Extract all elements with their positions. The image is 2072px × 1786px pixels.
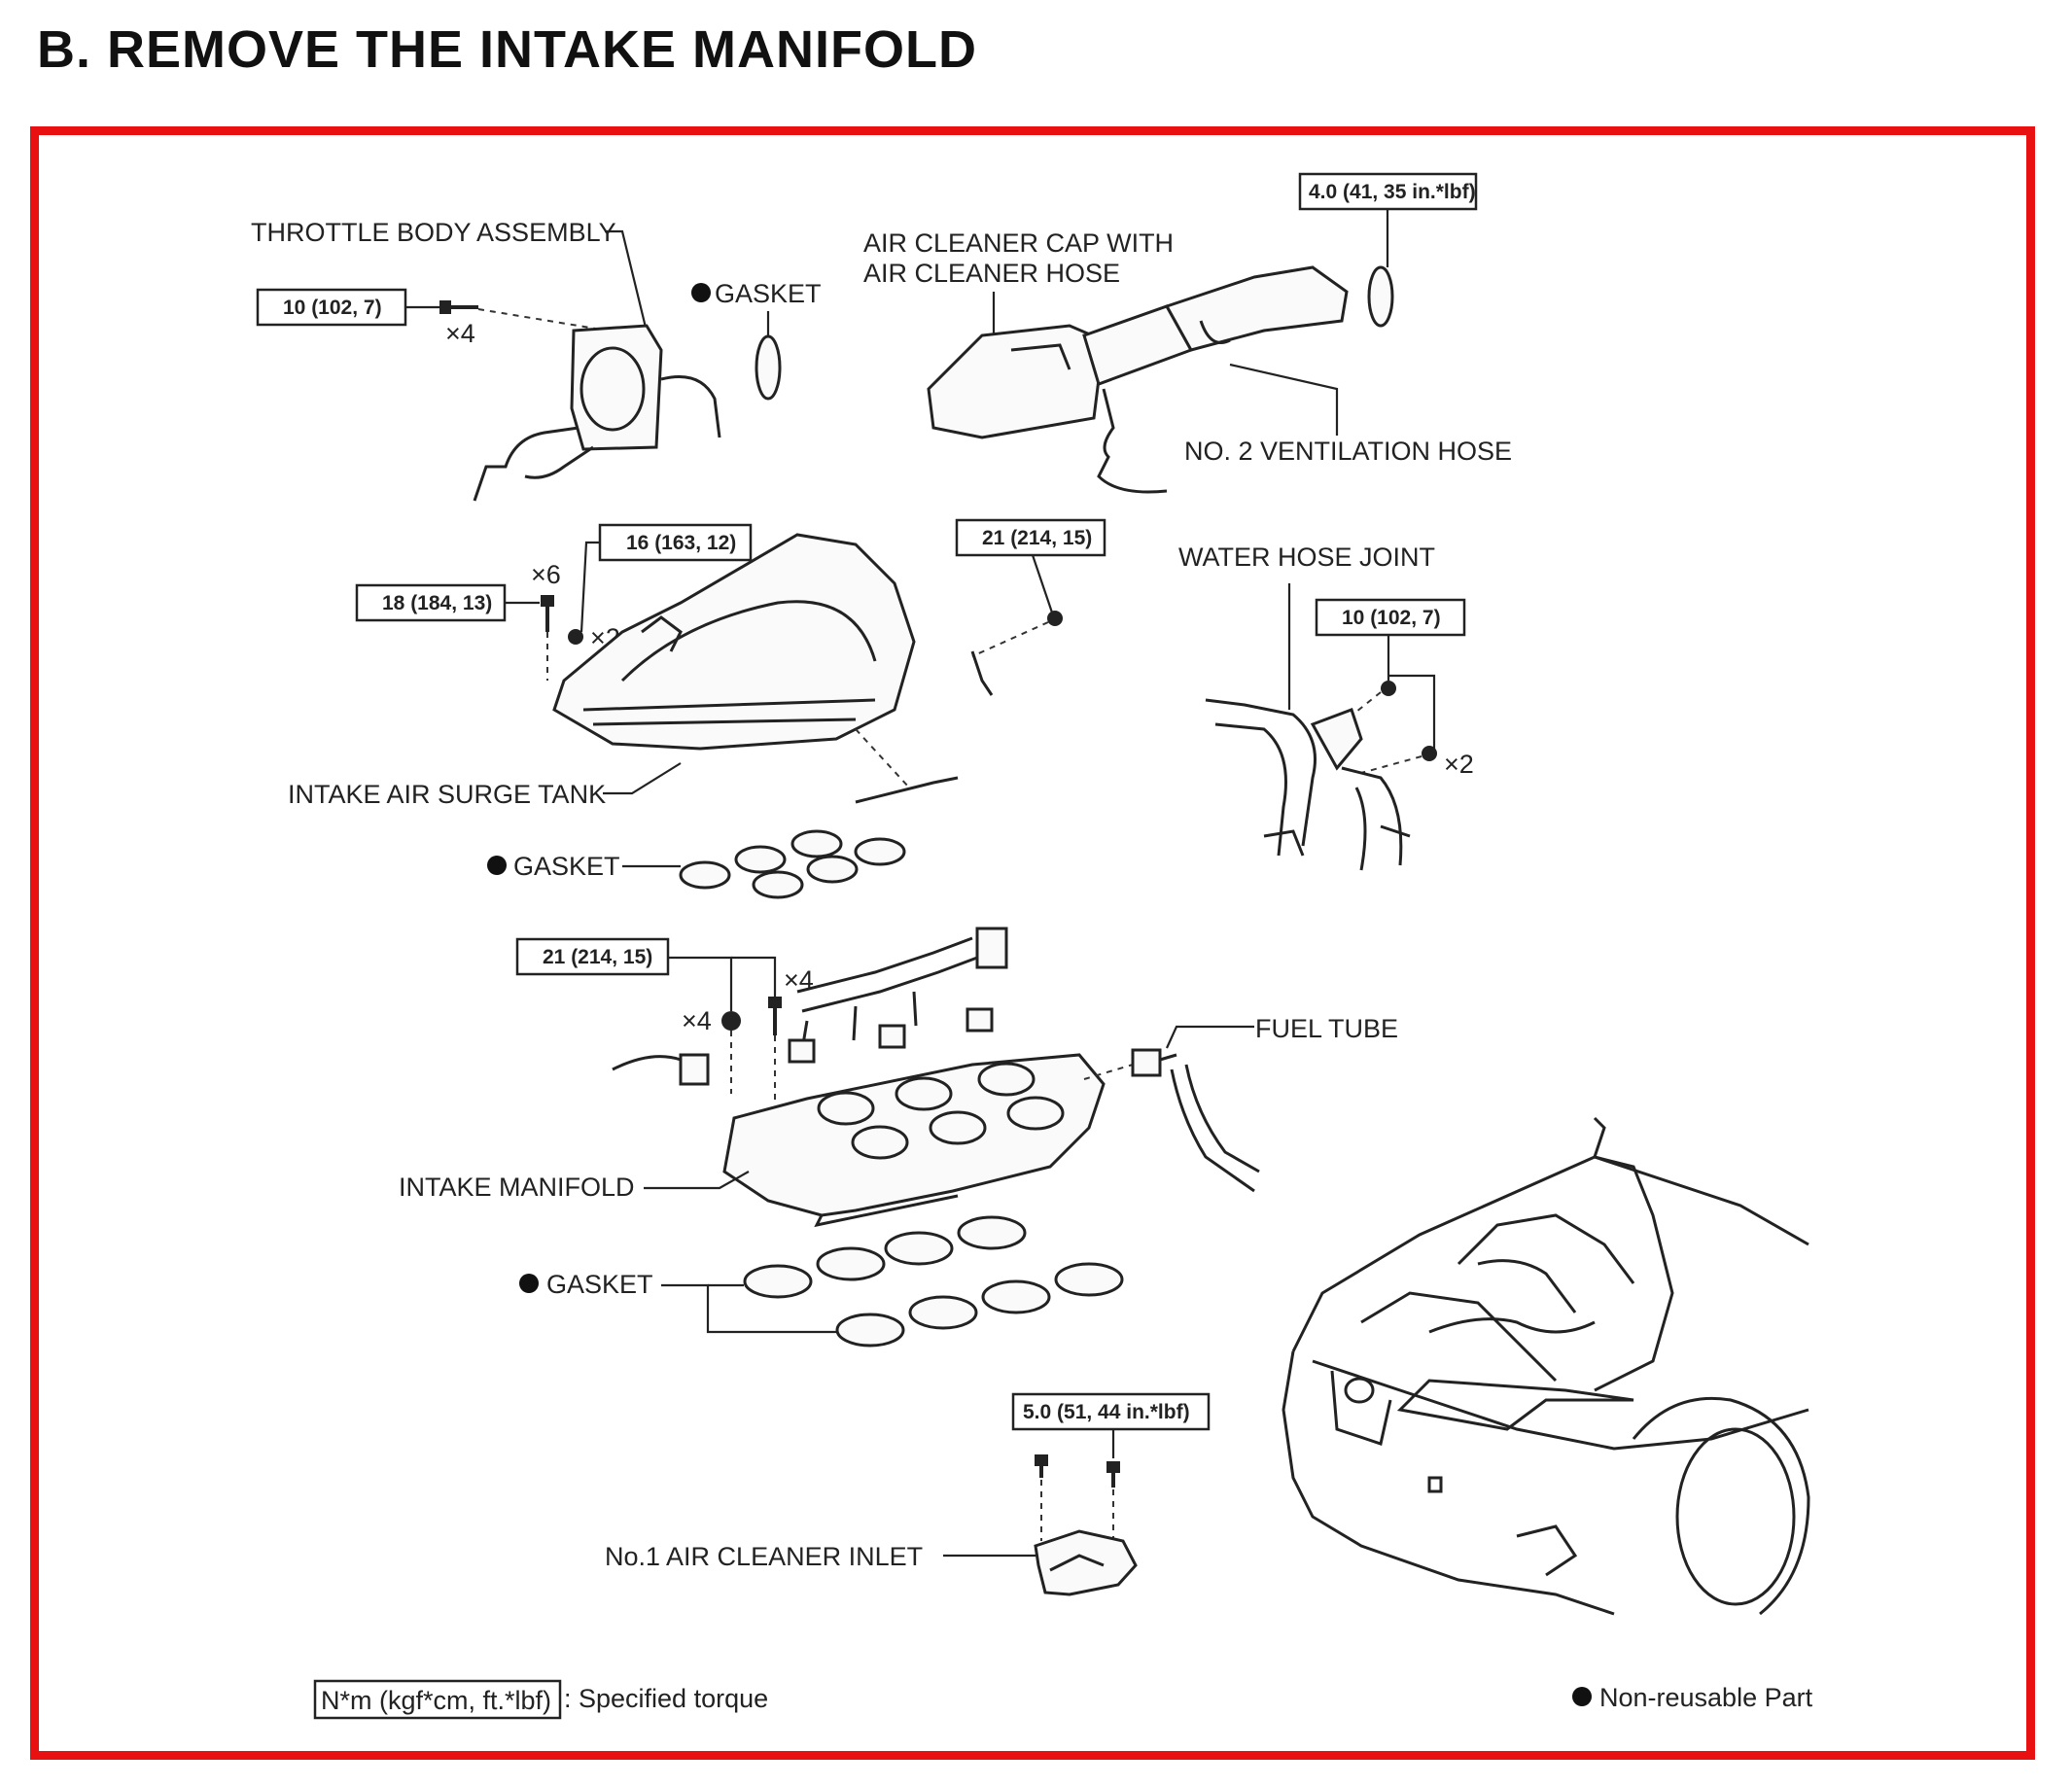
bolt-icon [1106, 1461, 1120, 1488]
leader-water-joint-2 [1388, 674, 1436, 749]
label-gasket-low: GASKET [546, 1270, 653, 1299]
bracket-part [970, 650, 994, 696]
bolt-icon [768, 997, 782, 1035]
bolt-icon [1381, 681, 1396, 696]
label-air-cleaner-inlet: No.1 AIR CLEANER INLET [605, 1542, 923, 1571]
torque-air-cleaner-clamp: 4.0 (41, 35 in.*lbf) [1309, 181, 1476, 203]
torque-box-surge-18 [355, 583, 507, 622]
torque-water-joint: 10 (102, 7) [1342, 607, 1441, 629]
label-intake-manifold: INTAKE MANIFOLD [399, 1173, 635, 1202]
torque-manifold: 21 (214, 15) [543, 946, 652, 968]
dashed-guide [1083, 1064, 1134, 1080]
hose-part [612, 1055, 682, 1071]
label-vent-hose: NO. 2 VENTILATION HOSE [1184, 437, 1512, 466]
torque-surge-18: 18 (184, 13) [382, 592, 492, 614]
label-air-cleaner-cap-2: AIR CLEANER HOSE [863, 259, 1120, 288]
gasket-low-part [743, 1215, 1124, 1348]
dashed-guide [1360, 755, 1422, 774]
qty-throttle-bolts: ×4 [445, 319, 475, 348]
legend-non-reusable: Non-reusable Part [1599, 1683, 1813, 1712]
leader-manifold-a [668, 956, 733, 1011]
intake-manifold-part [722, 1053, 1106, 1228]
qty-manifold-nuts: ×4 [682, 1006, 712, 1035]
legend-torque-unit: N*m (kgf*cm, ft.*lbf) [321, 1686, 551, 1715]
bolt-icon [541, 595, 554, 632]
diagram-frame [30, 126, 2035, 1760]
torque-box-surge-16 [598, 523, 753, 562]
non-reusable-dot-icon [487, 856, 507, 875]
legend-torque-box [313, 1679, 562, 1720]
dashed-guide [855, 728, 910, 788]
throttle-body-part [473, 324, 721, 502]
torque-inlet: 5.0 (51, 44 in.*lbf) [1023, 1401, 1190, 1423]
non-reusable-dot-icon [519, 1274, 539, 1293]
page-title: B. REMOVE THE INTAKE MANIFOLD [37, 20, 977, 79]
connector-part [679, 1053, 710, 1086]
hose-clamp-part [1367, 265, 1394, 328]
gasket-top-part [755, 334, 782, 401]
label-air-cleaner-cap-1: AIR CLEANER CAP WITH [863, 228, 1174, 258]
label-gasket-top: GASKET [715, 279, 822, 308]
label-water-hose-joint: WATER HOSE JOINT [1178, 543, 1435, 572]
bolt-icon [1047, 611, 1063, 626]
leader-intake-manifold [644, 1171, 750, 1190]
leader-fuel-tube [1165, 1025, 1254, 1049]
surge-tank-part [552, 533, 916, 751]
label-gasket-mid: GASKET [513, 852, 620, 881]
vehicle-locator-illustration [1282, 1116, 1810, 1616]
bolt-icon [1422, 746, 1437, 761]
gasket-mid-part [679, 829, 906, 899]
leader-vent-hose [1229, 363, 1339, 436]
torque-box-air-cleaner-clamp [1298, 172, 1478, 211]
fuel-tube-part [1131, 1048, 1260, 1193]
leader-throttle-body [605, 229, 650, 336]
torque-surge-16: 16 (163, 12) [626, 532, 736, 554]
nut-icon [568, 629, 583, 645]
label-fuel-tube: FUEL TUBE [1255, 1014, 1398, 1043]
leader-surge-tank [603, 762, 682, 795]
clip-icon [1035, 1454, 1048, 1478]
torque-box-surge-21 [955, 518, 1106, 557]
legend-torque-text: : Specified torque [564, 1684, 768, 1713]
non-reusable-dot-icon [1572, 1687, 1592, 1706]
fuel-delivery-part [788, 927, 1008, 1064]
nut-icon [721, 1011, 741, 1031]
torque-box-water-joint [1315, 598, 1466, 637]
non-reusable-dot-icon [691, 283, 711, 302]
torque-surge-21: 21 (214, 15) [982, 527, 1092, 549]
leader-surge-16 [579, 541, 600, 633]
bolt-icon [439, 300, 478, 314]
label-throttle-body: THROTTLE BODY ASSEMBLY [251, 218, 616, 247]
sensor-wire-part [855, 776, 959, 804]
torque-throttle: 10 (102, 7) [283, 297, 382, 319]
leader-surge-21 [1031, 554, 1054, 613]
air-cleaner-inlet-part [1034, 1529, 1138, 1596]
leader-manifold-b [731, 956, 777, 997]
dashed-guide [971, 621, 1049, 657]
label-surge-tank: INTAKE AIR SURGE TANK [288, 780, 606, 809]
leader-gasket-low [661, 1283, 841, 1334]
water-hose-joint-part [1205, 698, 1411, 871]
qty-water-x2: ×2 [1444, 750, 1474, 779]
torque-box-throttle [256, 288, 407, 327]
air-cleaner-cap-part [927, 265, 1349, 494]
qty-surge-x6: ×6 [531, 560, 561, 589]
torque-box-inlet [1011, 1392, 1211, 1431]
